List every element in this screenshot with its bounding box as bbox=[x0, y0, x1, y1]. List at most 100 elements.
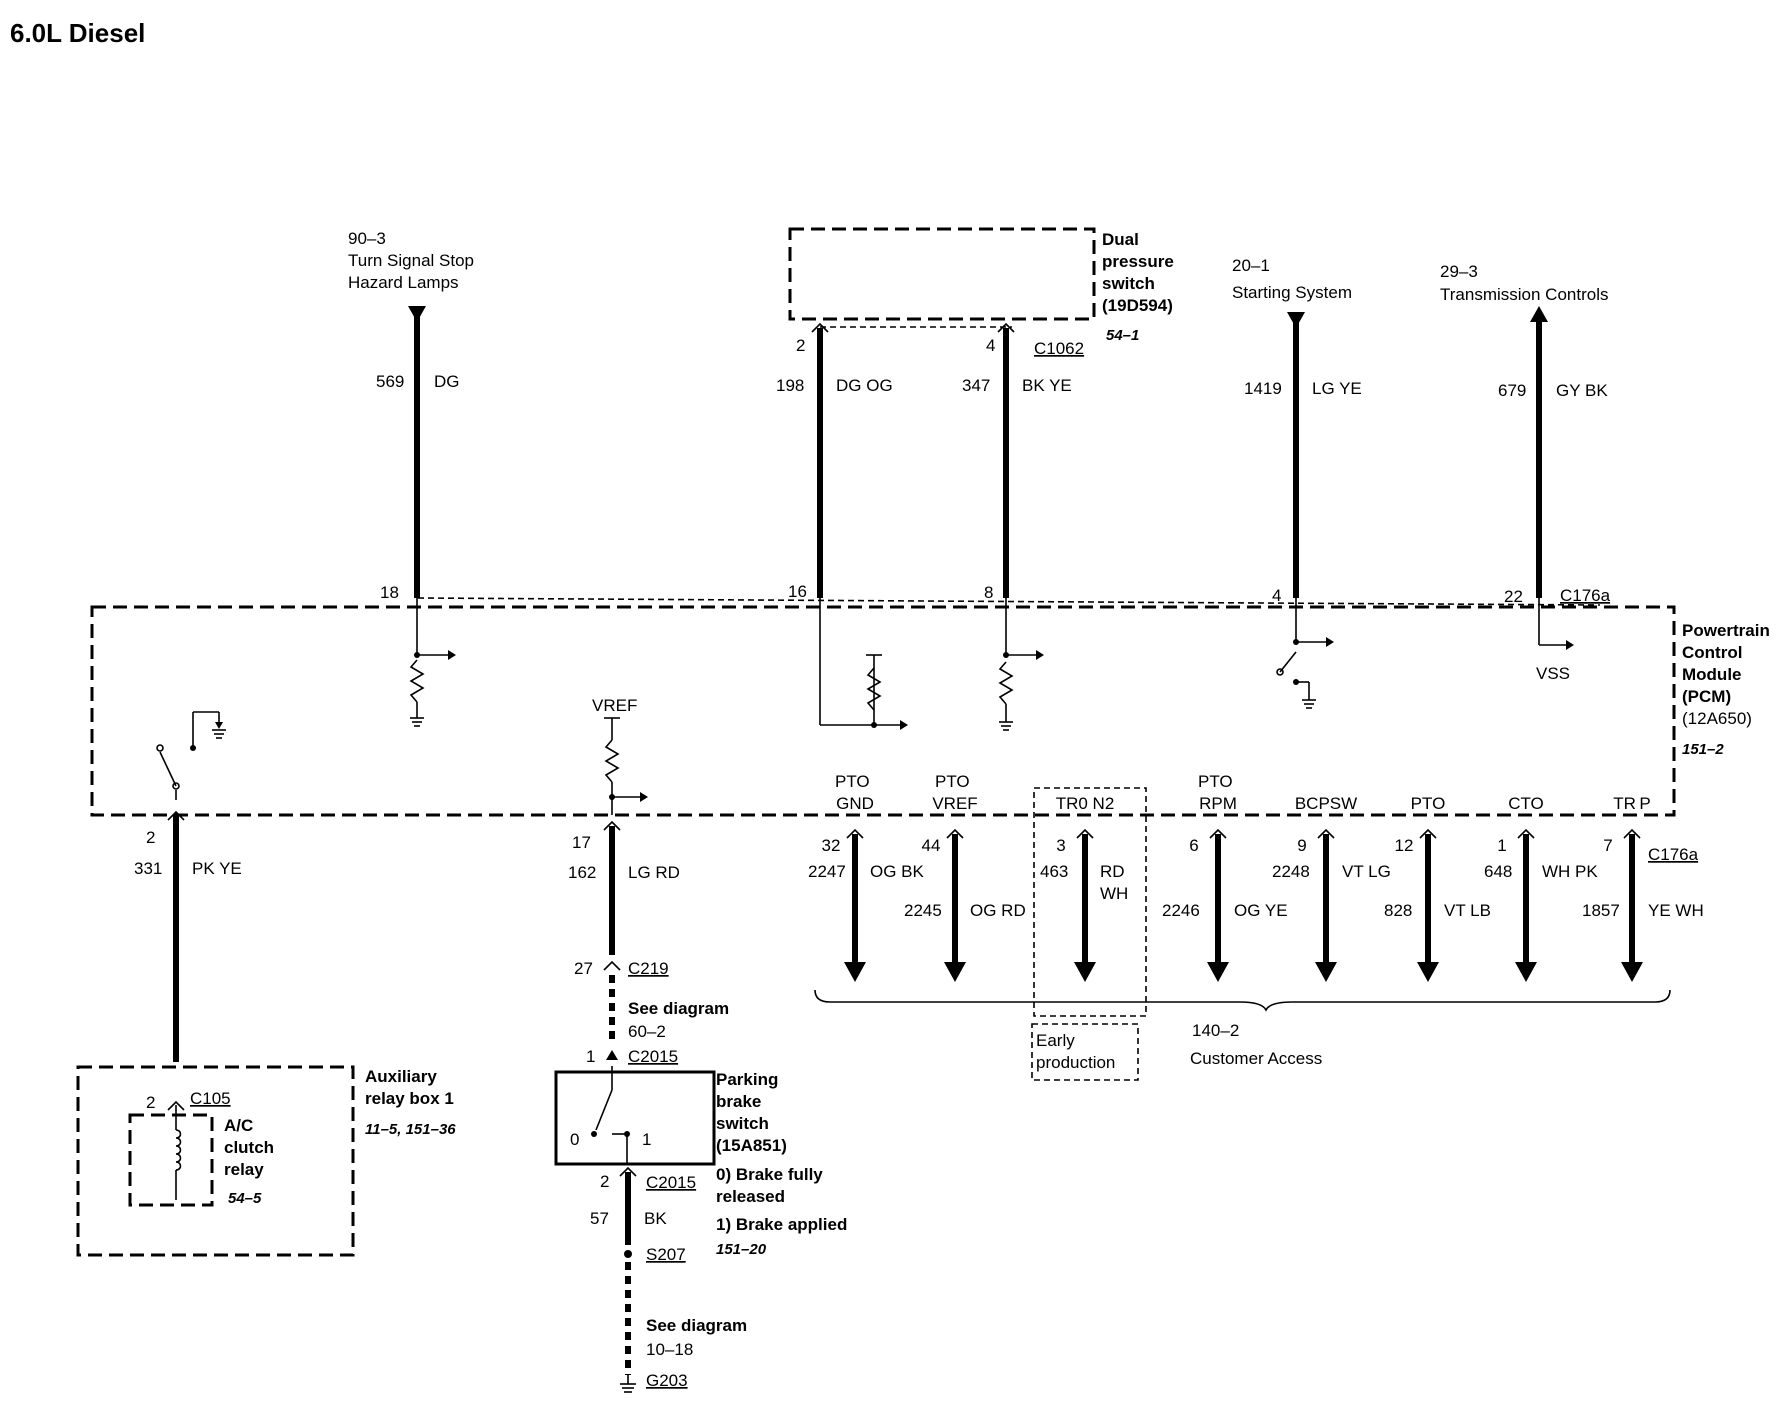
ground-icon bbox=[620, 1375, 636, 1393]
wire-1419-color: LG YE bbox=[1312, 379, 1362, 398]
output-label: VREF bbox=[932, 794, 977, 813]
ac-clutch-relay-label: A/C clutch relay 54–5 bbox=[224, 1116, 274, 1207]
arrow-down-icon bbox=[1515, 962, 1537, 982]
output-color-2: WH bbox=[1100, 884, 1128, 903]
output-label: PTO bbox=[1411, 794, 1446, 813]
svg-text:54–5: 54–5 bbox=[228, 1190, 262, 1207]
s207-splice: S207 bbox=[646, 1245, 686, 1264]
wire-569-circuit: 569 bbox=[376, 372, 404, 391]
c105-pin-2: 2 bbox=[146, 1093, 155, 1112]
svg-text:0) Brake fully: 0) Brake fully bbox=[716, 1165, 823, 1184]
svg-text:Early: Early bbox=[1036, 1031, 1075, 1050]
output-label: TR P bbox=[1613, 794, 1650, 813]
c105-connector: C105 bbox=[190, 1089, 231, 1108]
output-label-top: PTO bbox=[835, 772, 870, 791]
connector-chevron-icon-5 bbox=[603, 820, 621, 831]
output-color: YE WH bbox=[1648, 901, 1704, 920]
connector-chevron-icon bbox=[811, 322, 829, 333]
wire-162-color: LG RD bbox=[628, 863, 680, 882]
svg-text:Dual: Dual bbox=[1102, 230, 1139, 249]
early-production-label: Early production bbox=[1036, 1031, 1115, 1072]
output-color: RD bbox=[1100, 862, 1125, 881]
svg-text:151–2: 151–2 bbox=[1682, 741, 1724, 758]
svg-text:20–1: 20–1 bbox=[1232, 256, 1270, 275]
svg-text:relay box 1: relay box 1 bbox=[365, 1089, 454, 1108]
arrow-down-icon bbox=[1207, 962, 1229, 982]
output-label: BCPSW bbox=[1295, 794, 1357, 813]
connector-chevron-icon bbox=[946, 828, 964, 839]
svg-text:Control: Control bbox=[1682, 643, 1742, 662]
wire-198-color: DG OG bbox=[836, 376, 893, 395]
svg-text:151–20: 151–20 bbox=[716, 1241, 767, 1258]
output-circuit: 2248 bbox=[1272, 862, 1310, 881]
c1062-connector: C1062 bbox=[1034, 339, 1084, 358]
svg-text:60–2: 60–2 bbox=[628, 1022, 666, 1041]
switch-pos-1: 1 bbox=[642, 1130, 651, 1149]
wire-347-circuit: 347 bbox=[962, 376, 990, 395]
wire-331-color: PK YE bbox=[192, 859, 242, 878]
pcm-internal-switch-left bbox=[156, 711, 226, 800]
output-pin: 12 bbox=[1395, 836, 1414, 855]
wire-198-circuit: 198 bbox=[776, 376, 804, 395]
svg-text:54–1: 54–1 bbox=[1106, 327, 1139, 344]
svg-text:See diagram: See diagram bbox=[646, 1316, 747, 1335]
c176a-connector-bottom: C176a bbox=[1648, 845, 1699, 864]
wire-57-color: BK bbox=[644, 1209, 667, 1228]
output-pin: 44 bbox=[922, 836, 941, 855]
connector-chevron-icon bbox=[1623, 828, 1641, 839]
output-wire-2248: BCPSW 9 2248 VT LG bbox=[1272, 794, 1391, 982]
svg-text:pressure: pressure bbox=[1102, 252, 1174, 271]
output-label: TR0 N2 bbox=[1056, 794, 1115, 813]
pin-8: 8 bbox=[984, 583, 993, 602]
early-production-box bbox=[1031, 1023, 1139, 1081]
aux-relay-box-label: Auxiliary relay box 1 11–5, 151–36 bbox=[365, 1067, 456, 1138]
svg-text:Turn Signal Stop: Turn Signal Stop bbox=[348, 251, 474, 270]
output-color: VT LG bbox=[1342, 862, 1391, 881]
c2015-pin-1: 1 bbox=[586, 1047, 595, 1066]
output-label: GND bbox=[836, 794, 874, 813]
svg-text:11–5, 151–36: 11–5, 151–36 bbox=[365, 1121, 456, 1138]
svg-text:Hazard Lamps: Hazard Lamps bbox=[348, 273, 459, 292]
connector-chevron-icon-7 bbox=[619, 1166, 637, 1177]
arrow-down-icon bbox=[1417, 962, 1439, 982]
vref-label: VREF bbox=[592, 696, 637, 715]
connector-chevron-icon bbox=[1209, 828, 1227, 839]
output-pin: 6 bbox=[1189, 836, 1198, 855]
svg-text:clutch: clutch bbox=[224, 1138, 274, 1157]
svg-text:29–3: 29–3 bbox=[1440, 262, 1478, 281]
svg-text:Starting System: Starting System bbox=[1232, 283, 1352, 302]
svg-text:switch: switch bbox=[716, 1114, 769, 1133]
wire-347-color: BK YE bbox=[1022, 376, 1072, 395]
arrow-down-icon bbox=[1621, 962, 1643, 982]
connector-chevron-icon bbox=[846, 828, 864, 839]
wire-569-color: DG bbox=[434, 372, 460, 391]
connector-chevron-icon-6 bbox=[603, 960, 621, 971]
c219-connector: C219 bbox=[628, 959, 669, 978]
svg-text:(15A851): (15A851) bbox=[716, 1136, 787, 1155]
output-circuit: 648 bbox=[1484, 862, 1512, 881]
connector-chevron-icon bbox=[1317, 828, 1335, 839]
output-circuit: 2245 bbox=[904, 901, 942, 920]
svg-text:Powertrain: Powertrain bbox=[1682, 621, 1770, 640]
output-pin: 9 bbox=[1297, 836, 1306, 855]
svg-text:Transmission Controls: Transmission Controls bbox=[1440, 285, 1608, 304]
c1062-pin-4: 4 bbox=[986, 336, 995, 355]
dual-pressure-switch-label: Dual pressure switch (19D594) 54–1 bbox=[1102, 230, 1174, 344]
pin-2-left: 2 bbox=[146, 828, 155, 847]
output-pin: 7 bbox=[1603, 836, 1612, 855]
svg-text:(19D594): (19D594) bbox=[1102, 296, 1173, 315]
svg-text:140–2: 140–2 bbox=[1192, 1021, 1239, 1040]
arrow-down-icon bbox=[844, 962, 866, 982]
dual-pressure-switch-box bbox=[788, 227, 1096, 321]
customer-access-brace bbox=[814, 989, 1671, 1012]
parking-brake-switch-box bbox=[554, 1070, 716, 1166]
wire-1419-circuit: 1419 bbox=[1244, 379, 1282, 398]
output-color: VT LB bbox=[1444, 901, 1491, 920]
svg-text:Customer Access: Customer Access bbox=[1190, 1049, 1322, 1068]
output-circuit: 2247 bbox=[808, 862, 846, 881]
connector-chevron-icon bbox=[1076, 828, 1094, 839]
